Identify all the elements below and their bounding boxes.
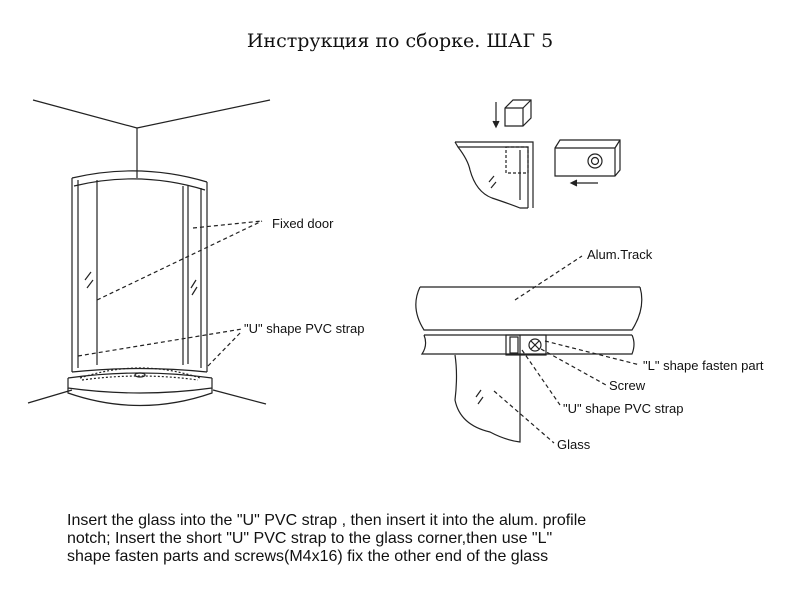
label-u-strap-left: "U" shape PVC strap [244, 321, 365, 336]
label-u-strap-right: "U" shape PVC strap [563, 401, 684, 416]
instruction-line: Insert the glass into the "U" PVC strap … [67, 512, 587, 529]
label-alum-track: Alum.Track [587, 247, 653, 262]
instruction-text: Insert the glass into the "U" PVC strap … [67, 512, 767, 566]
instruction-line: notch; Insert the short "U" PVC strap to… [67, 530, 553, 547]
track-cross-section [415, 255, 643, 444]
shower-enclosure [27, 99, 271, 407]
label-l-fasten-part: "L" shape fasten part [643, 358, 764, 373]
instruction-line: shape fasten parts and screws(M4x16) fix… [67, 548, 549, 565]
label-screw: Screw [609, 378, 646, 393]
fastener-detail [454, 99, 621, 209]
diagram-title: Инструкция по сборке. ШАГ 5 [246, 30, 554, 52]
label-fixed-door: Fixed door [272, 216, 334, 231]
label-glass: Glass [557, 437, 591, 452]
